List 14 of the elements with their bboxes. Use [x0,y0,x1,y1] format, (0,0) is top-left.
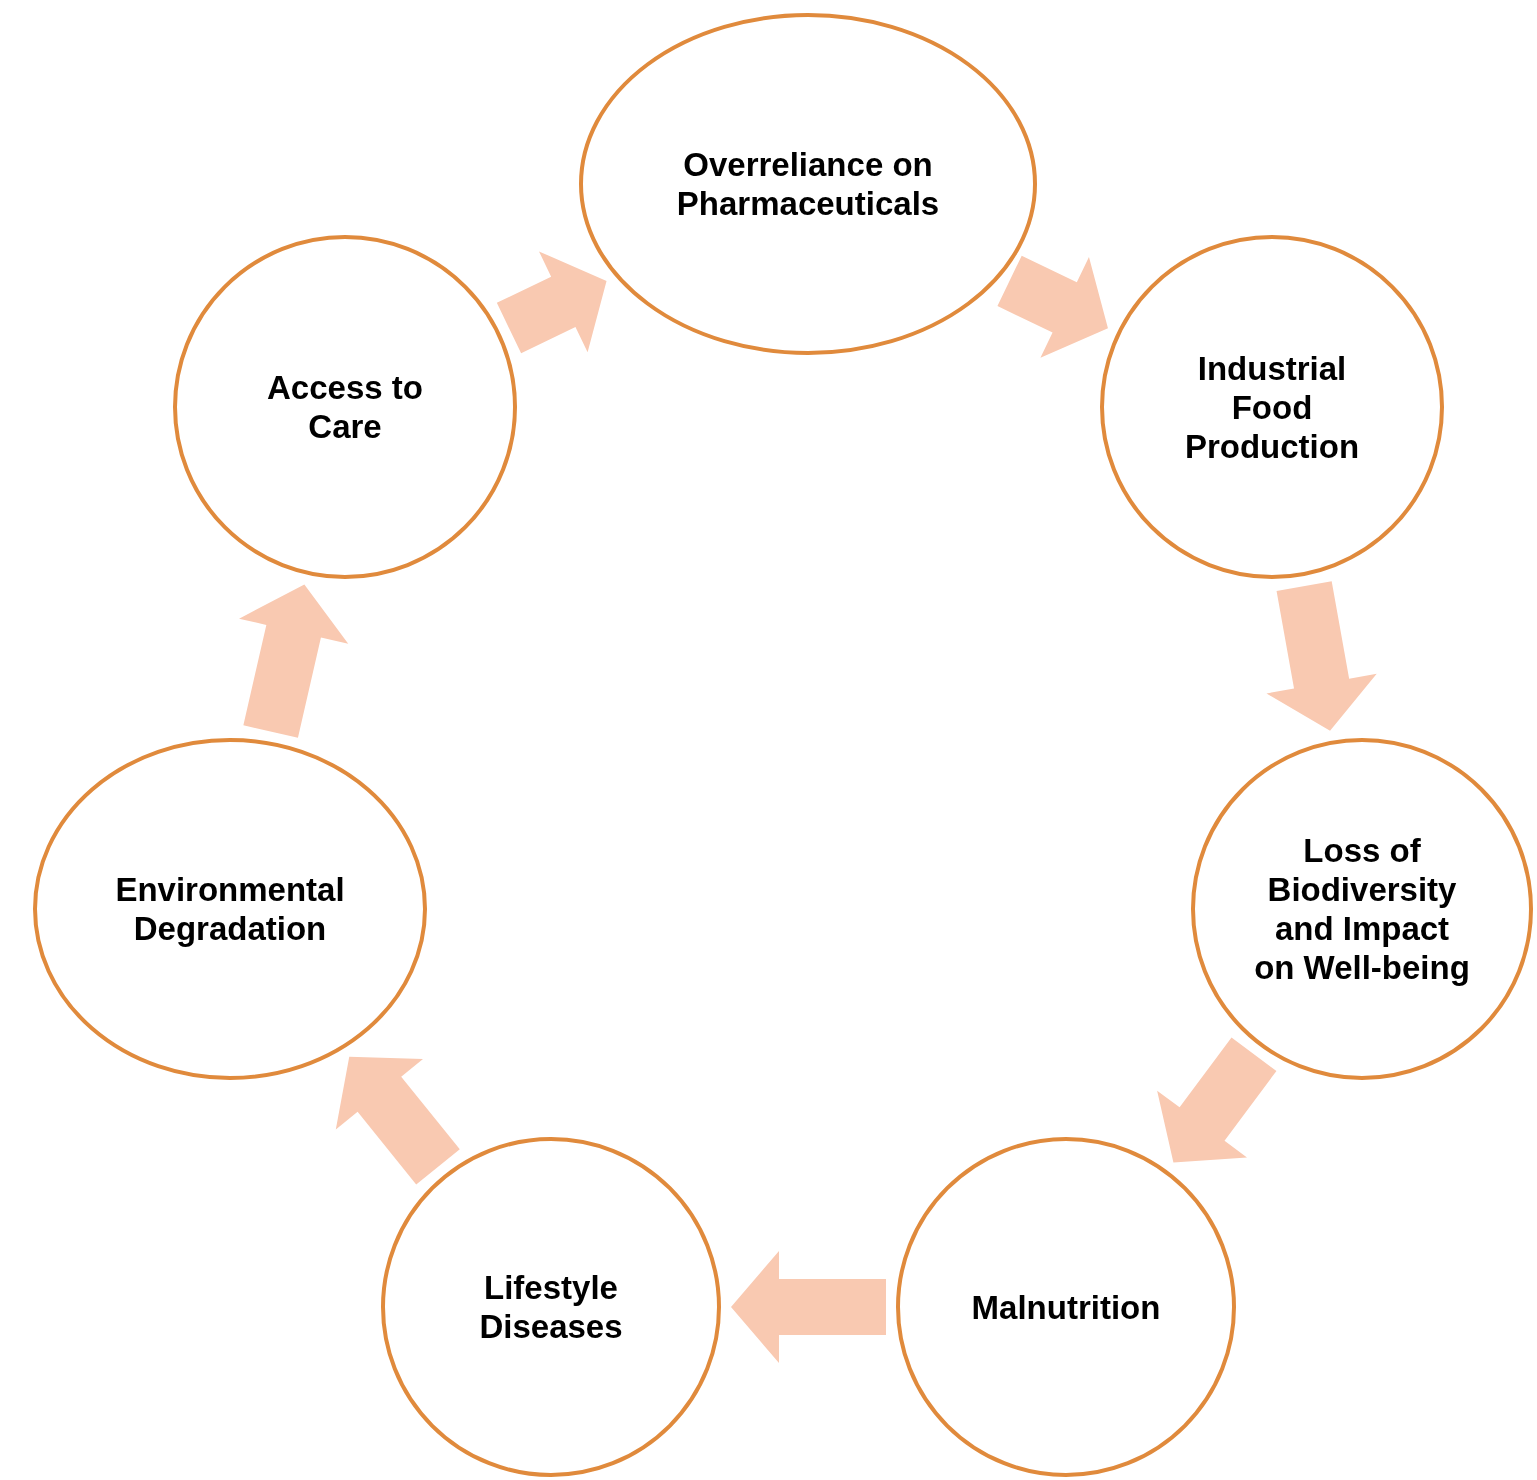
block-arrow [997,255,1108,358]
block-arrow [335,1056,460,1185]
stage-label: Environmental Degradation [114,870,346,948]
stage-label: Lifestyle Diseases [478,1268,624,1346]
block-arrow [496,251,607,354]
block-arrow [1266,581,1377,731]
stage-label: Overreliance on Pharmaceuticals [675,145,941,223]
stage-label: Loss of Biodiversity and Impact on Well-being [1253,831,1471,987]
stage-label: Access to Care [266,368,424,446]
block-arrow [239,584,349,738]
block-arrow [1157,1037,1277,1163]
block-arrow [731,1251,886,1363]
stage-label: Malnutrition [970,1287,1162,1327]
stage-label: Industrial Food Production [1183,348,1361,466]
